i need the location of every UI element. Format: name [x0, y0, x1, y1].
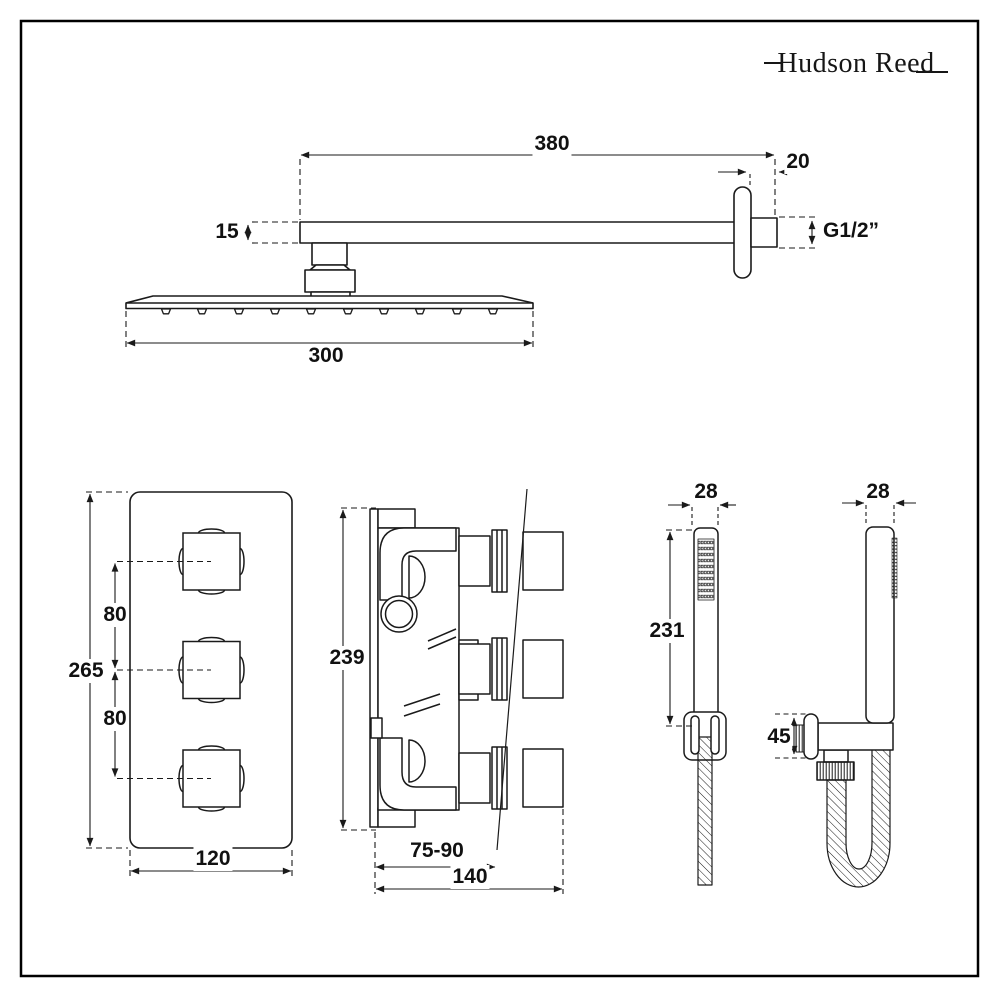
handset-side-dimensions	[775, 499, 916, 759]
arm-connector-block	[304, 269, 356, 293]
wall-outlet-flange	[803, 713, 819, 760]
hose-nut	[816, 761, 855, 781]
valve-backplate	[369, 508, 379, 828]
hose-front	[697, 736, 713, 886]
dim-wall-stub: 20	[784, 150, 812, 174]
spray-face	[697, 538, 715, 601]
dim-valve-height: 265	[66, 659, 106, 683]
shower-head-arm-drawing	[125, 186, 778, 315]
dim-recess-depth: 75-90	[408, 839, 466, 863]
dim-handset-width-front: 28	[692, 480, 720, 504]
valve-handles-side	[458, 529, 564, 810]
page-border	[19, 19, 980, 978]
dim-overall-depth: 140	[450, 865, 490, 889]
dim-arm-thickness: 15	[213, 220, 241, 244]
dim-handset-length: 231	[647, 619, 687, 643]
spray-face-edge	[891, 537, 898, 599]
dim-handle-spacing-lower: 80	[101, 707, 129, 731]
shower-arm	[299, 221, 736, 244]
bottom-elbow-pipe	[379, 737, 457, 811]
brand-logo: Hudson Reed	[777, 48, 935, 79]
dim-thread-size: G1/2”	[820, 219, 882, 243]
valve-side-drawing	[369, 488, 564, 851]
logo-rules	[764, 62, 948, 73]
dim-outlet-height: 45	[765, 725, 793, 749]
dim-head-width: 300	[306, 344, 346, 368]
thread-stub	[750, 217, 778, 248]
handset-side-drawing	[795, 526, 898, 888]
wall-flange	[733, 186, 752, 279]
holder-bracket-side	[817, 722, 894, 751]
spray-nozzles	[160, 308, 499, 315]
dim-valve-width: 120	[193, 847, 233, 871]
handset-front-drawing	[683, 527, 727, 886]
shower-head-arm-dimensions	[125, 151, 818, 347]
dim-arm-length: 380	[532, 132, 572, 156]
arm-connector-stem	[311, 242, 348, 266]
wall-plane-line	[496, 488, 528, 851]
outlet-thread	[795, 724, 805, 753]
dim-valve-side-height: 239	[327, 646, 367, 670]
handset-handle-side	[865, 526, 895, 724]
dim-handle-spacing-upper: 80	[101, 603, 129, 627]
dim-handset-width-side: 28	[864, 480, 892, 504]
